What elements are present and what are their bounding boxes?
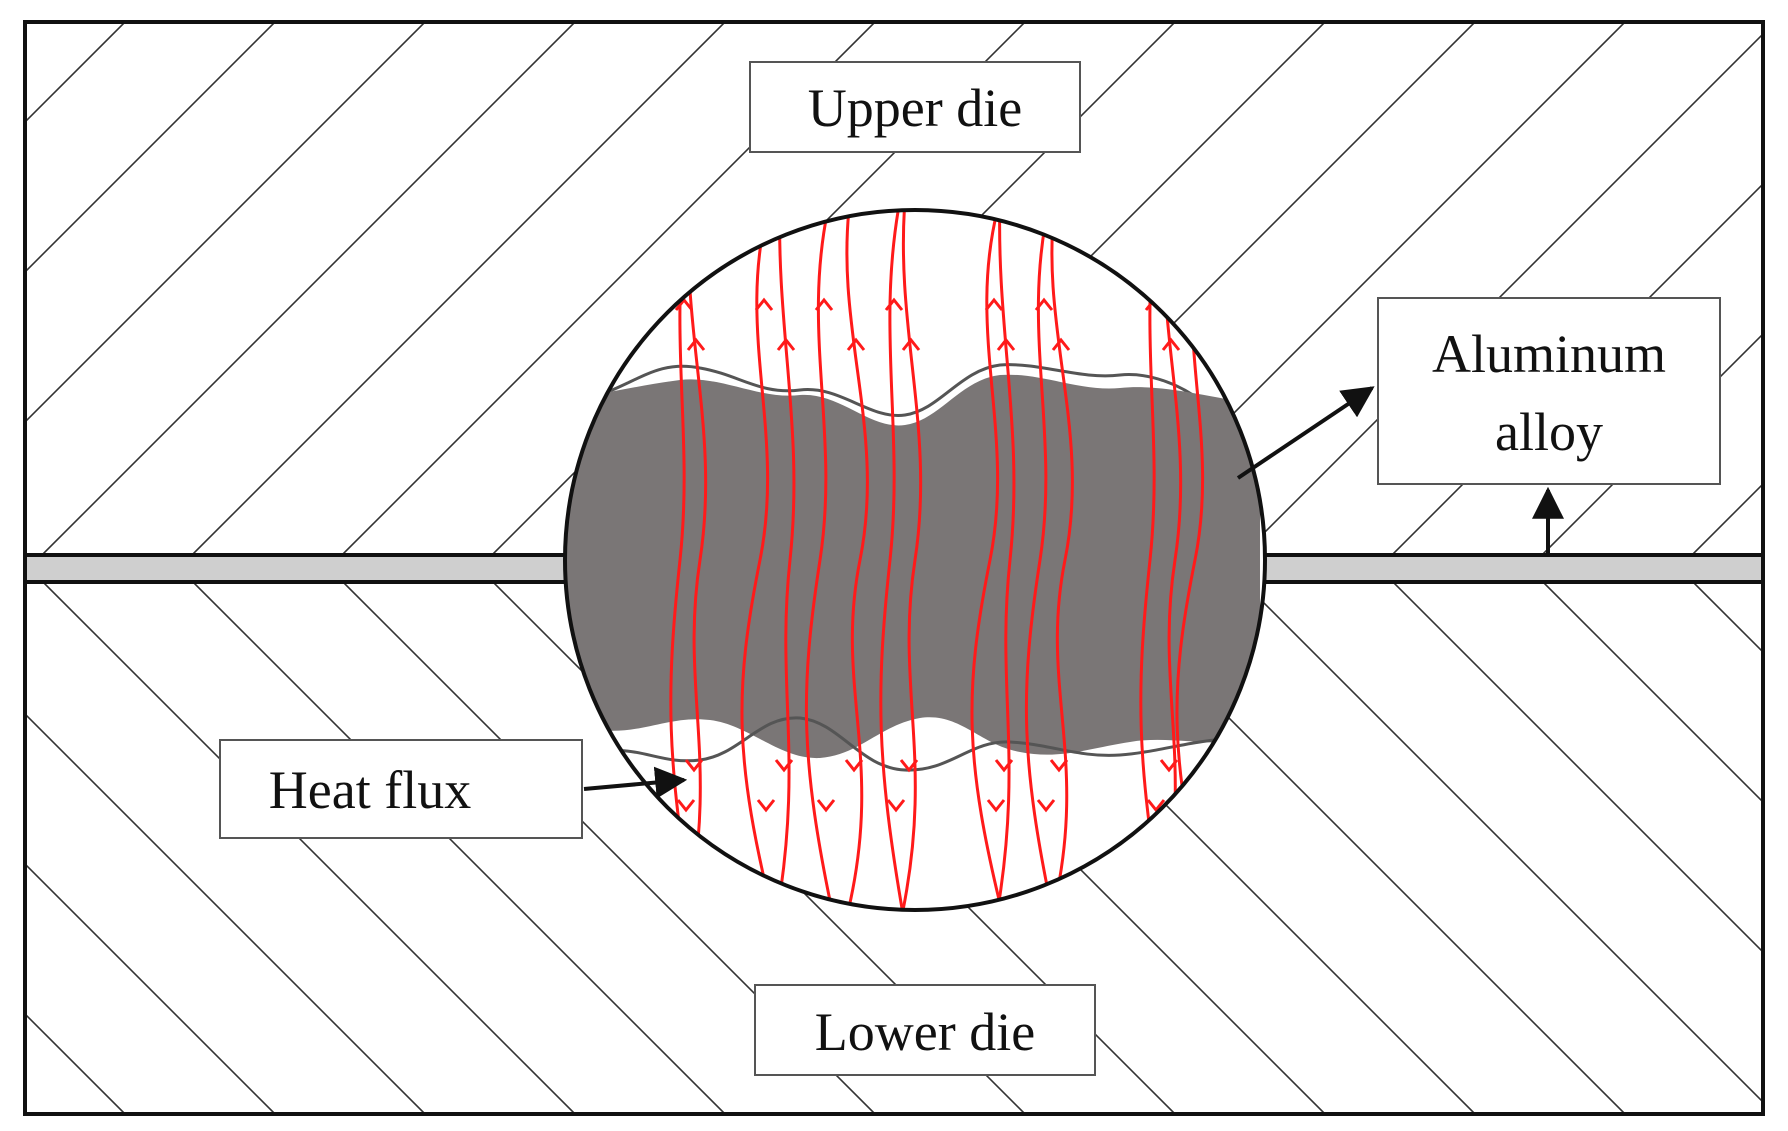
hatch-line [25,22,426,424]
heat-flux-arrowhead [756,799,776,813]
heat-flux-arrowhead [899,759,919,773]
heat-flux-line [804,210,836,910]
heat-flux-line [1049,210,1074,910]
hatch-line [191,22,726,555]
upper-surface-outline [599,363,1241,417]
heat-flux-arrowhead [984,297,1004,311]
upper-die-label-text: Upper die [808,78,1022,138]
hatch-line [25,712,426,1114]
heat-flux-pointer-arrow [583,766,688,799]
heat-flux-arrowhead [1049,759,1069,773]
hatch-line [41,22,576,555]
heat-flux-label: Heat flux [219,739,688,839]
heat-flux-arrowhead [676,799,696,813]
heat-flux-arrowhead [1189,297,1209,311]
magnified-circle-border [563,208,1267,912]
heat-flux-arrowhead [1051,337,1071,351]
heat-flux-arrowhead [886,799,906,813]
heat-flux-arrowhead [816,799,836,813]
heat-flux-arrowhead [1161,337,1181,351]
outer-frame [23,20,1765,1116]
hatch-line [25,862,276,1114]
heat-flux-line [970,210,1006,910]
heat-flux-arrowhead [986,799,1006,813]
aluminum-alloy-label-line2: alloy [1495,402,1603,462]
heat-flux-line [899,210,923,910]
heat-flux-arrowhead [814,297,834,311]
upper-die-label-box [749,61,1081,153]
hatch-line [192,582,726,1114]
heat-flux-line [994,210,1016,910]
heat-flux-line [844,210,869,910]
aluminum-alloy-label-line1: Aluminum [1432,324,1666,384]
heat-flux-arrowhead [686,337,706,351]
heat-flux-arrowhead [1146,799,1166,813]
heat-flux-arrowhead [774,759,794,773]
hatch-line [25,22,126,124]
heat-flux-arrowhead [1191,799,1211,813]
heat-flux-line [740,210,776,910]
hatch-line [1241,32,1763,555]
lower-die-label: Lower die [754,984,1096,1076]
hatch-line [1242,582,1763,1104]
aluminum-alloy-body [565,374,1260,759]
hatch-line [1392,582,1763,954]
heat-flux-line [1139,210,1166,910]
aluminum-alloy-pointer-arrow [1236,386,1375,480]
hatch-line [42,582,576,1114]
magnified-view [563,208,1267,912]
aluminum-alloy-label: Aluminum alloy [1236,297,1721,556]
heat-flux-lines [669,210,1211,910]
heat-flux-line [1024,210,1056,910]
hatch-line [25,1012,126,1114]
heat-flux-arrowhead [1036,799,1056,813]
heat-flux-label-box [219,739,583,839]
hatch-line [1692,582,1763,654]
heat-flux-arrowhead [776,337,796,351]
heat-flux-arrowhead [996,337,1016,351]
heat-flux-arrowhead [754,297,774,311]
heat-flux-arrowhead [1159,759,1179,773]
heat-flux-line [684,210,708,910]
heat-flux-line [879,210,906,910]
hatch-line [25,22,276,274]
upper-die-label: Upper die [749,61,1081,153]
lower-die-label-box [754,984,1096,1076]
lower-die-label-text: Lower die [815,1002,1035,1062]
heat-flux-arrowhead [684,759,704,773]
aluminum-alloy-label-box [1377,297,1721,485]
heat-flux-line [774,210,796,910]
heat-flux-arrowhead [1034,297,1054,311]
heat-flux-arrowhead [846,337,866,351]
heat-flux-arrowhead [884,297,904,311]
heat-flux-label-text: Heat flux [269,760,471,820]
heat-flux-arrowhead [844,759,864,773]
hatch-line [1542,582,1763,804]
heat-flux-arrowhead [674,297,694,311]
heat-flux-arrowhead [994,759,1014,773]
heat-flux-arrowhead [901,337,921,351]
